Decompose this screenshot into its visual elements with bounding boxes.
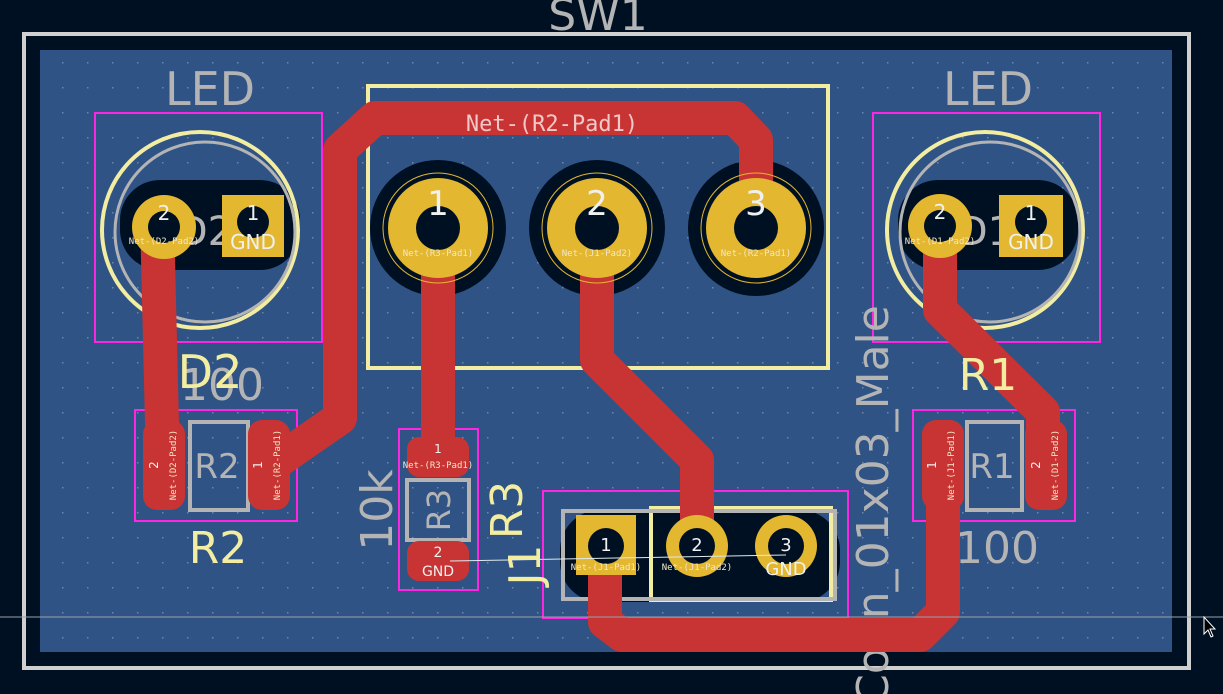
pad-net: GND xyxy=(422,564,454,580)
r3-silk-reference: R3 xyxy=(482,481,533,540)
pad-net: GND xyxy=(765,559,806,580)
trace-net-r2-pad1[interactable] xyxy=(255,101,773,482)
pad-number: 2 xyxy=(586,184,608,224)
pad-number: 1 xyxy=(247,201,260,225)
r3-fab-reference: R3 xyxy=(420,489,458,532)
r3-pad-2[interactable]: 2 GND xyxy=(407,541,469,581)
pad-number: 1 xyxy=(434,442,442,456)
r1-fab-reference: R1 xyxy=(969,447,1014,487)
d1-pad-1[interactable]: 1 GND xyxy=(999,195,1063,257)
pad-number: 2 xyxy=(934,200,947,224)
d2-silk-circle xyxy=(100,130,300,330)
r1-pad-2[interactable]: 2 Net-(D1-Pad2) xyxy=(1025,420,1067,510)
d2-pad-1[interactable]: 1 GND xyxy=(222,195,284,257)
r2-fab-reference: R2 xyxy=(194,447,239,487)
d2-value: LED xyxy=(165,62,255,116)
pad-net: Net-(R2-Pad1) xyxy=(721,249,791,259)
d1-silk-circle xyxy=(885,130,1085,330)
r3-value: 10k xyxy=(352,469,403,551)
pad-net: Net-(D2-Pad2) xyxy=(169,430,179,500)
pad-number: 1 xyxy=(1025,201,1038,225)
r3-pad-1[interactable]: 1 Net-(R3-Pad1) xyxy=(403,437,473,477)
d2-pad-2[interactable]: 2 Net-(D2-Pad2) xyxy=(129,195,199,259)
pad-net: Net-(R3-Pad1) xyxy=(403,249,473,259)
pad-net: Net-(D1-Pad2) xyxy=(1051,430,1061,500)
d1-fab-circle xyxy=(898,140,1082,324)
r2-value: 100 xyxy=(180,360,264,411)
net-label-r2-pad1: Net-(R2-Pad1) xyxy=(466,112,638,137)
sw1-pad-3[interactable]: 3 Net-(R2-Pad1) xyxy=(700,172,812,284)
pad-net: Net-(D1-Pad2) xyxy=(905,237,975,247)
d1-value: LED xyxy=(943,62,1033,116)
sw1-pad-1[interactable]: 1 Net-(R3-Pad1) xyxy=(382,172,494,284)
pad-number: 2 xyxy=(1029,461,1043,469)
trace-net-j1-pad2[interactable] xyxy=(580,211,714,562)
r2-pad-1[interactable]: 1 Net-(R2-Pad1) xyxy=(248,420,290,510)
pad-net: Net-(R2-Pad1) xyxy=(273,430,283,500)
pad-number: 3 xyxy=(745,184,767,224)
pad-number: 2 xyxy=(691,535,702,556)
j1-pad-2[interactable]: 2 Net-(J1-Pad2) xyxy=(662,515,732,577)
pad-number: 2 xyxy=(147,461,161,469)
d2-silk-reference: D2 xyxy=(178,345,243,399)
board-edge xyxy=(22,32,1191,670)
pad-net: Net-(J1-Pad2) xyxy=(562,249,632,259)
pad-net: GND xyxy=(230,230,276,254)
ratsnest-line xyxy=(449,554,787,562)
r1-pad-1[interactable]: 1 Net-(J1-Pad1) xyxy=(922,420,964,510)
j1-pad-1[interactable]: 1 Net-(J1-Pad1) xyxy=(571,515,641,575)
trace-net-j1-pad1[interactable] xyxy=(588,428,960,652)
r1-courtyard xyxy=(912,409,1076,522)
r2-pad-2[interactable]: 2 Net-(D2-Pad2) xyxy=(143,420,185,510)
pad-net: Net-(J1-Pad2) xyxy=(662,563,732,573)
pad-number: 1 xyxy=(251,461,265,469)
sw1-reference: SW1 xyxy=(548,0,647,41)
pad-net: GND xyxy=(1008,230,1054,254)
d1-pad-2[interactable]: 2 Net-(D1-Pad2) xyxy=(905,194,975,258)
r3-fab-body xyxy=(405,478,471,542)
r1-value: 100 xyxy=(955,523,1039,574)
sw1-pad-2[interactable]: 2 Net-(J1-Pad2) xyxy=(541,172,653,284)
r2-silk-reference: R2 xyxy=(189,523,248,574)
pad-net: Net-(J1-Pad1) xyxy=(571,563,641,573)
r1-fab-body xyxy=(965,420,1024,512)
d2-fab-circle xyxy=(113,140,297,324)
pad-number: 2 xyxy=(158,201,171,225)
pad-number: 1 xyxy=(427,184,449,224)
mouse-cursor-icon xyxy=(1203,615,1217,638)
pad-number: 3 xyxy=(780,535,791,556)
pad-number: 2 xyxy=(434,545,443,561)
j1-silk-reference: J1 xyxy=(500,545,551,589)
pad-net: Net-(R3-Pad1) xyxy=(403,461,473,471)
d2-courtyard xyxy=(94,112,323,343)
pad-net: Net-(J1-Pad1) xyxy=(947,430,957,500)
pad-number: 1 xyxy=(600,535,611,556)
d1-silk-reference: R1 xyxy=(959,350,1018,401)
pad-net: Net-(D2-Pad2) xyxy=(129,237,199,247)
pad-number: 1 xyxy=(925,461,939,469)
